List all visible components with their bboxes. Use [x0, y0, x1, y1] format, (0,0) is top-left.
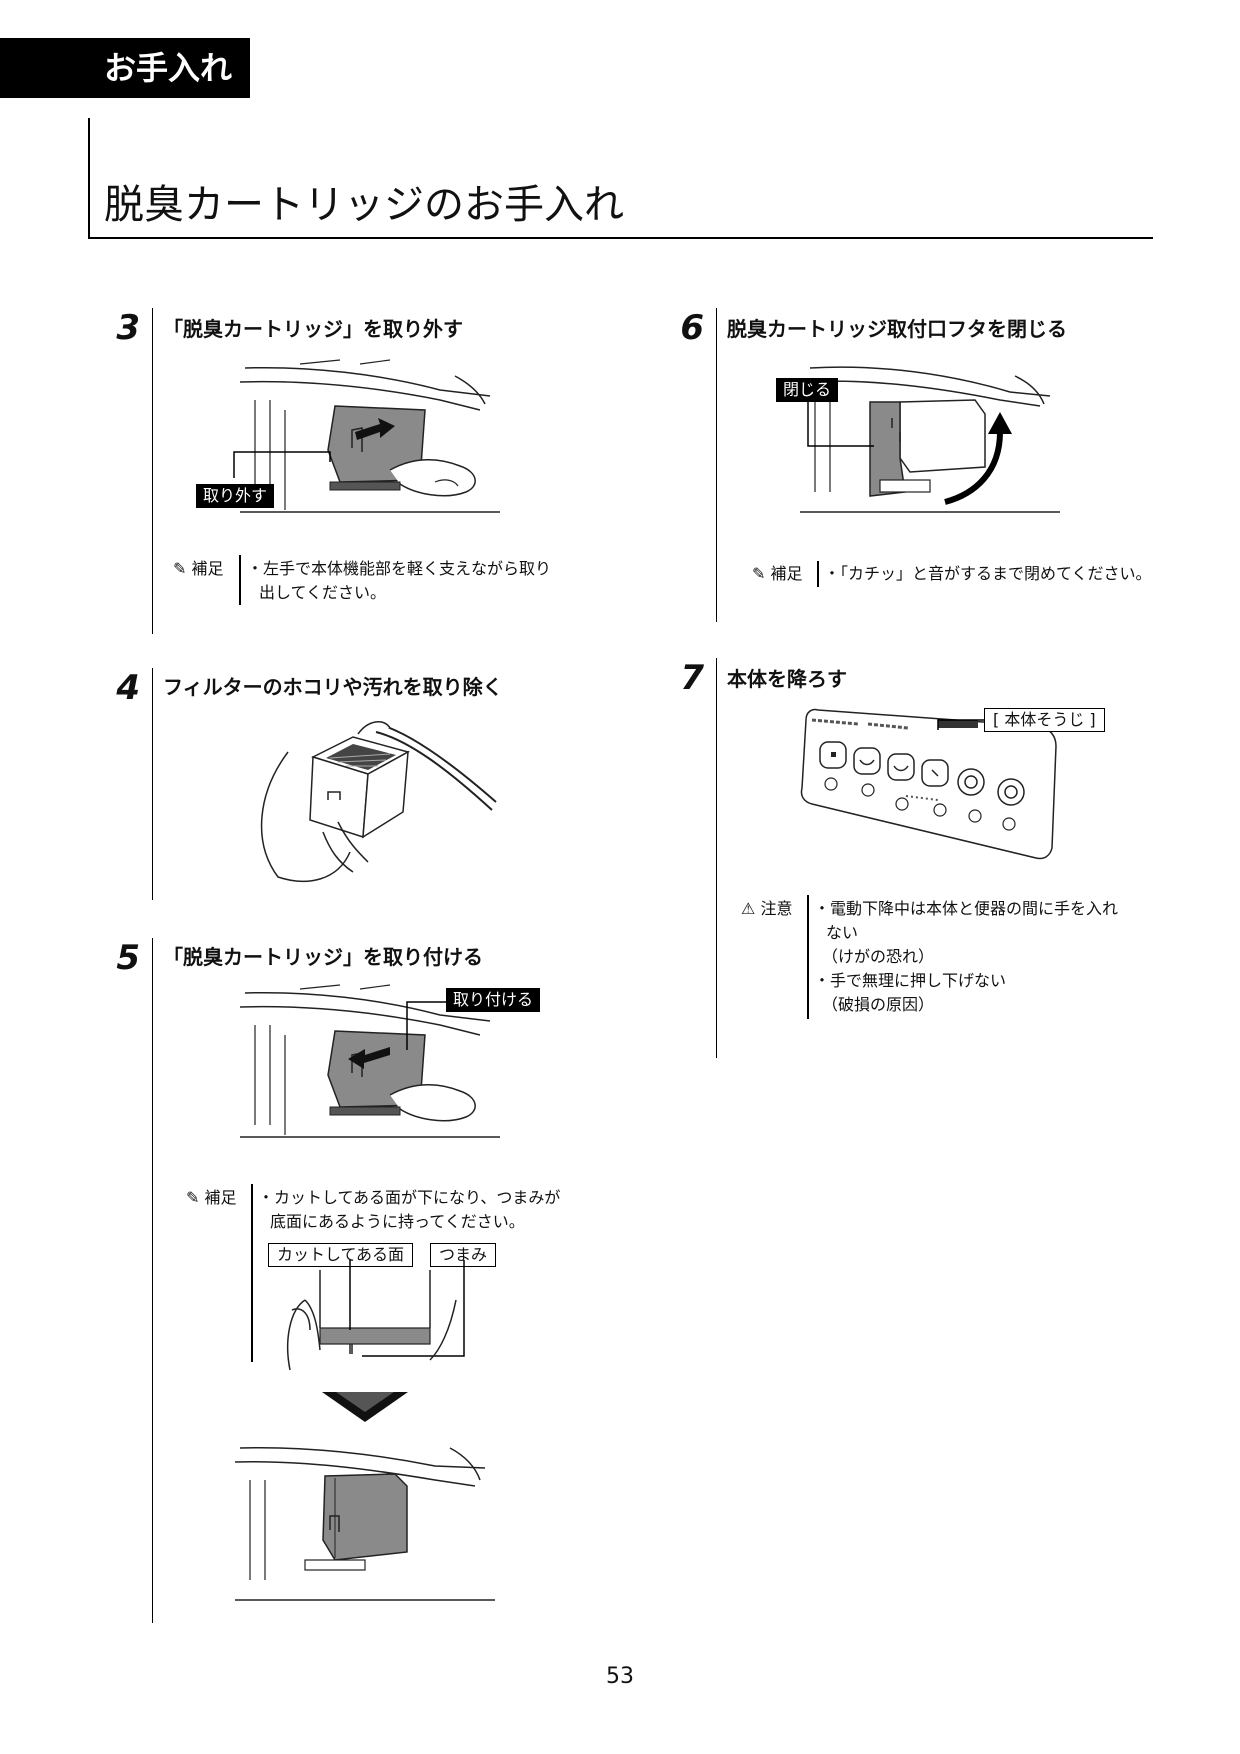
step-5-rule	[152, 938, 153, 1623]
step-4-number: 4	[116, 668, 140, 708]
cut-face-label: カットしてある面	[268, 1243, 414, 1267]
step-4-rule	[152, 668, 153, 900]
title-vertical-rule	[88, 118, 90, 238]
step-3-note-bar	[239, 555, 241, 605]
step-7-number: 7	[680, 658, 704, 698]
pencil-icon: ✎	[186, 1188, 200, 1207]
step-3-note-label: ✎ 補足	[173, 559, 224, 578]
step-7-caution-bar	[807, 895, 809, 1019]
section-tab: お手入れ	[0, 38, 250, 98]
step-4-heading: フィルターのホコリや汚れを取り除く	[163, 675, 503, 699]
step-5-number: 5	[116, 938, 140, 978]
pencil-icon: ✎	[752, 564, 766, 583]
title-horizontal-rule	[88, 237, 1153, 239]
install-cartridge-illustration	[239, 984, 500, 1138]
step-6-note: ・「カチッ」と音がするまで閉めてください。	[824, 564, 1152, 583]
step-6-note-bar	[817, 561, 819, 587]
remove-cartridge-illustration	[239, 359, 500, 513]
step-3-heading: 「脱臭カートリッジ」を取り外す	[163, 317, 463, 341]
page-title: 脱臭カートリッジのお手入れ	[104, 182, 624, 228]
step-5-note: ・カットしてある面が下になり、つまみが 底面にあるように持ってください。	[258, 1188, 561, 1231]
install-callout-leader	[406, 1001, 453, 1050]
step-7-caution-label: ⚠ 注意	[741, 899, 793, 918]
page-number: 53	[606, 1664, 634, 1689]
installed-cartridge-illustration	[234, 1446, 495, 1601]
remote-control-illustration	[800, 708, 1057, 860]
remove-callout-leader	[233, 451, 331, 478]
knob-label: つまみ	[430, 1243, 497, 1267]
close-callout-leader	[807, 392, 874, 447]
step-3-rule	[152, 308, 153, 634]
step-5-note-bar	[251, 1184, 253, 1362]
step-6-note-label: ✎ 補足	[752, 564, 803, 583]
step-7-heading: 本体を降ろす	[727, 667, 847, 691]
step-5-heading: 「脱臭カートリッジ」を取り付ける	[163, 945, 483, 969]
clean-filter-illustration	[260, 721, 497, 883]
step-3-number: 3	[116, 308, 140, 348]
step-6-heading: 脱臭カートリッジ取付口フタを閉じる	[727, 317, 1067, 341]
close-lid-illustration	[799, 366, 1060, 513]
step-7-rule	[716, 658, 717, 1058]
pencil-icon: ✎	[173, 559, 187, 578]
step-7-caution: ・電動下降中は本体と便器の間に手を入れ ない （けがの恐れ） ・手で無理に押し下…	[814, 899, 1119, 1014]
remote-callout-label: [ 本体そうじ ]	[984, 708, 1105, 732]
install-callout-label: 取り付ける	[446, 988, 541, 1012]
step-5-note-label: ✎ 補足	[186, 1188, 237, 1207]
remote-callout-leader	[937, 719, 984, 730]
down-arrow-icon	[322, 1392, 408, 1422]
step-3-note: ・左手で本体機能部を軽く支えながら取り 出してください。	[247, 559, 552, 602]
cartridge-orientation-illustration	[286, 1260, 465, 1371]
warning-triangle-icon: ⚠	[741, 899, 756, 918]
close-callout-label: 閉じる	[776, 378, 839, 402]
step-6-rule	[716, 308, 717, 622]
remove-callout-label: 取り外す	[196, 484, 275, 508]
step-6-number: 6	[680, 308, 704, 348]
